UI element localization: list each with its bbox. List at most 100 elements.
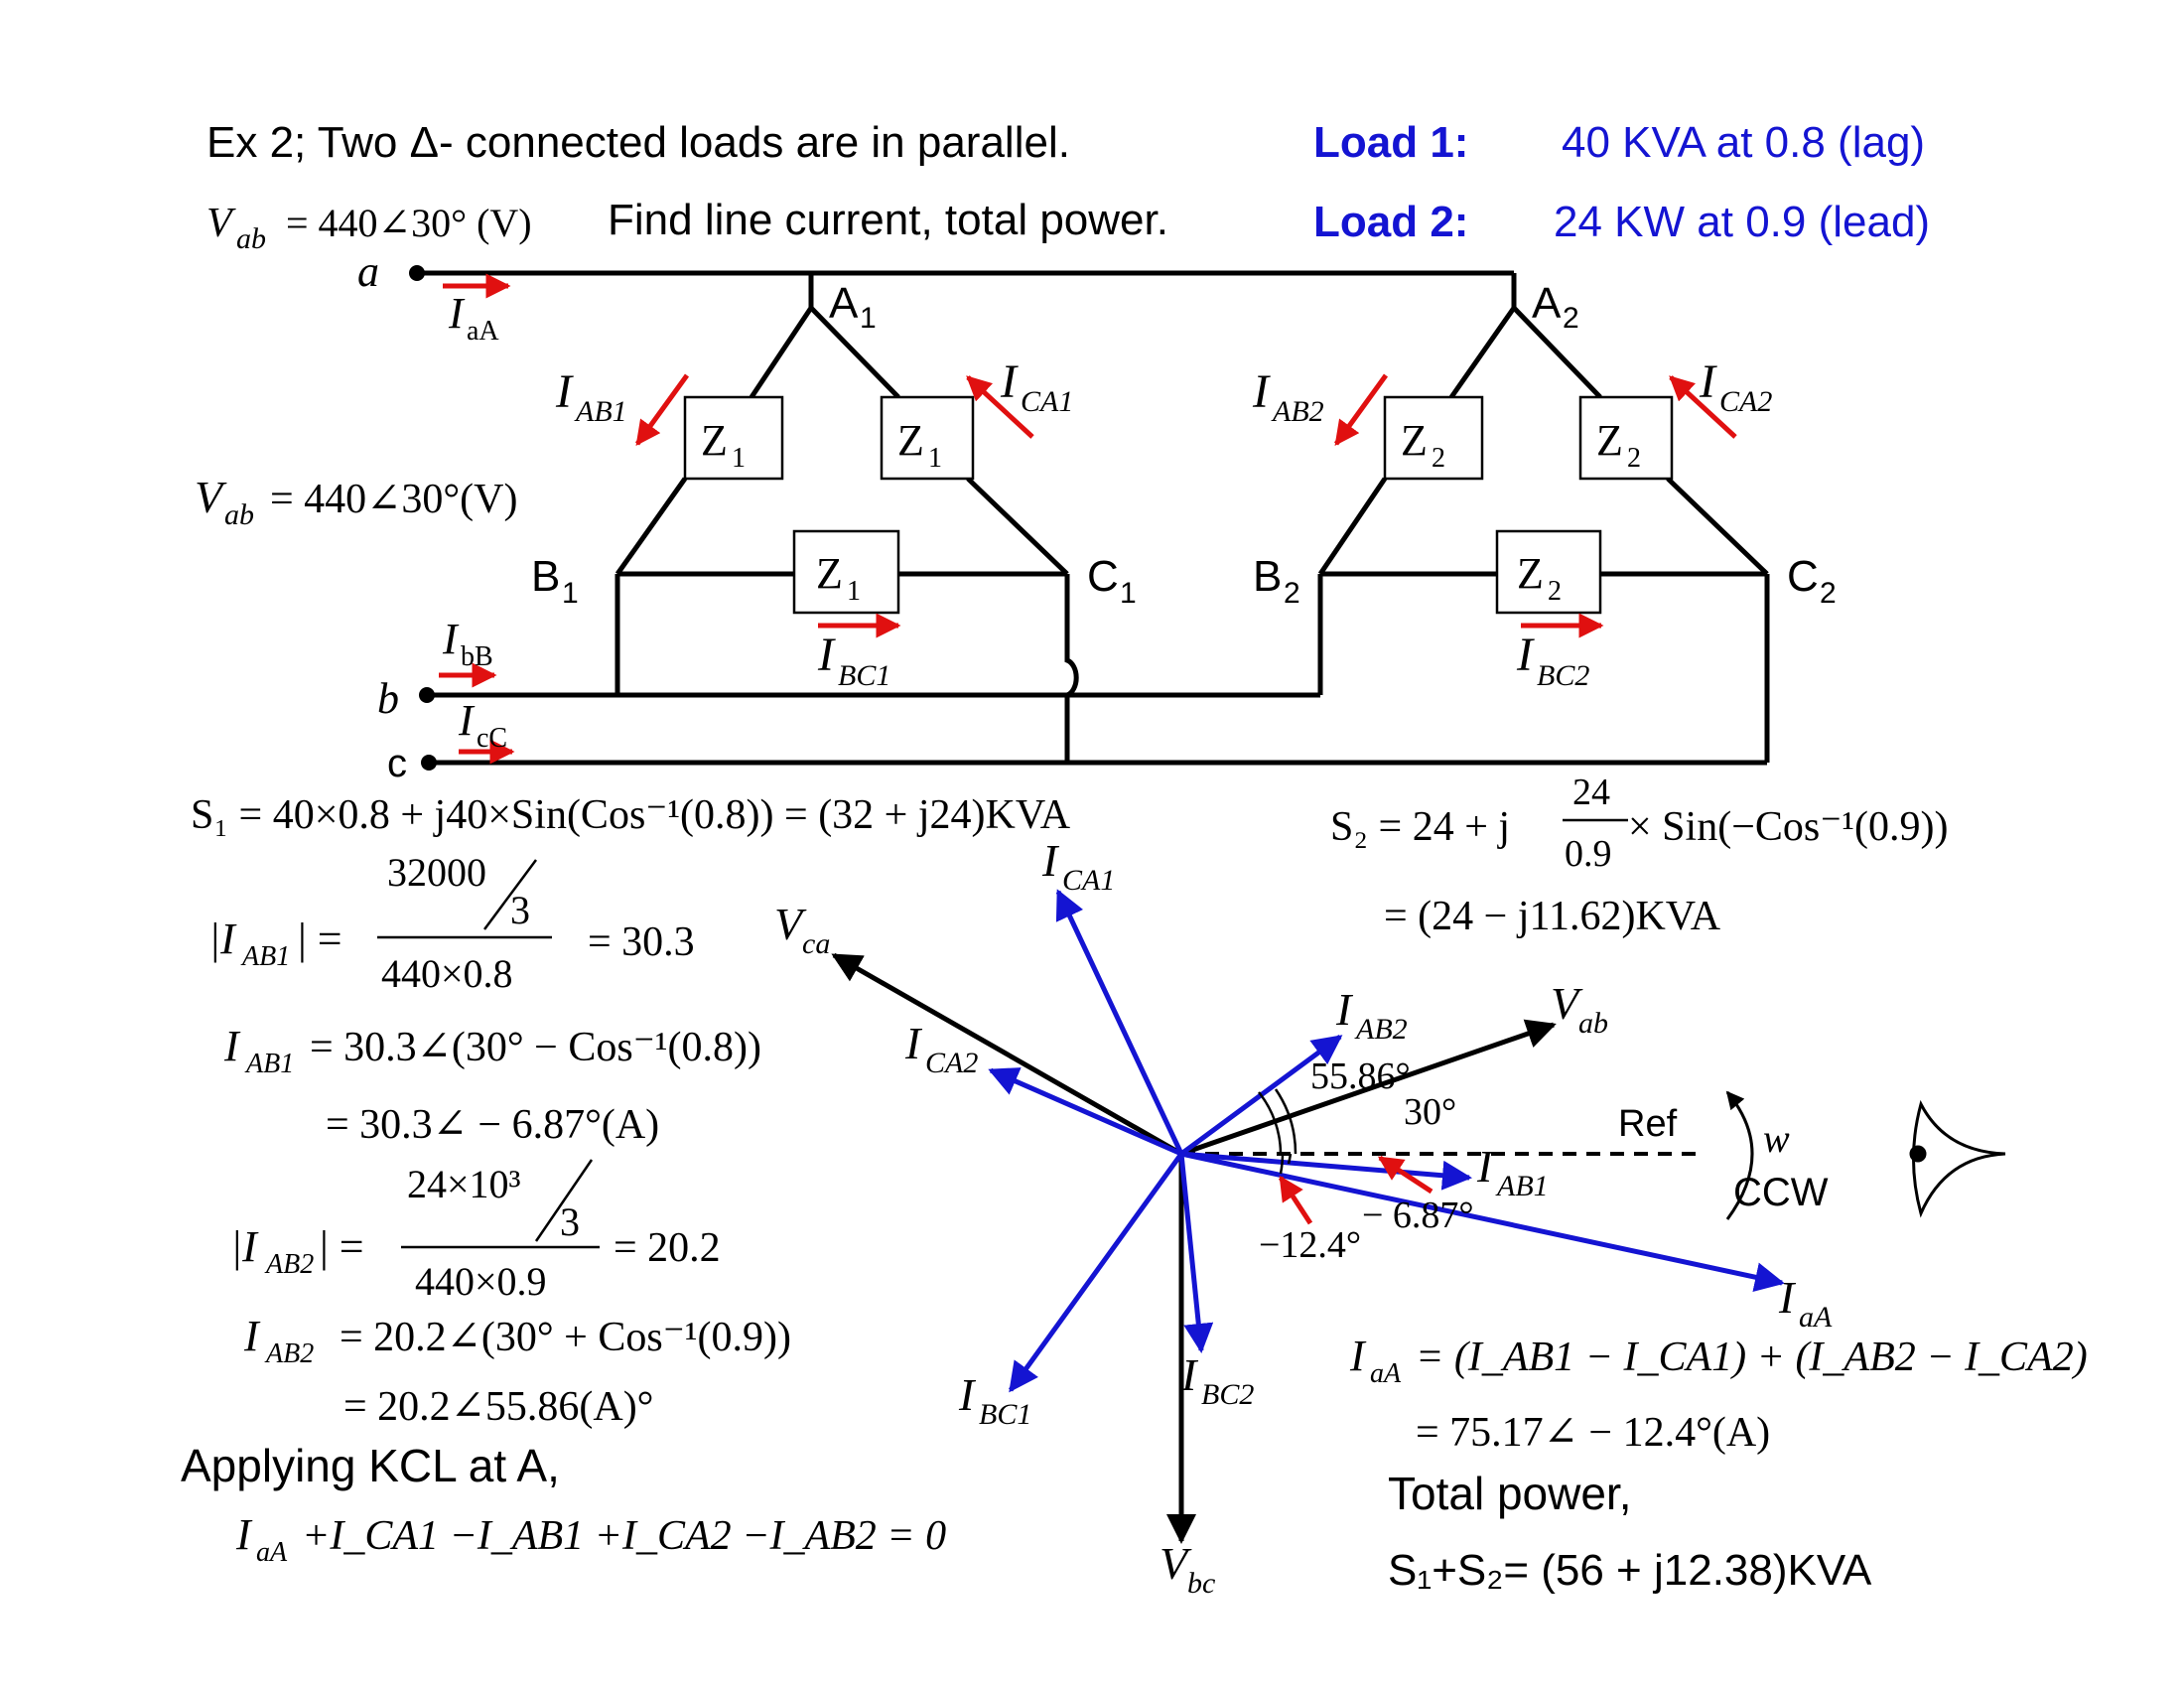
node-A2: A <box>1532 279 1562 328</box>
label-phasor-iab2-sub: AB2 <box>1354 1013 1408 1046</box>
label-phasor-ibc1-sub: BC1 <box>979 1398 1031 1431</box>
vab-annotation-left: V ab = 440∠30°(V) <box>195 472 517 531</box>
terminal-a-dot <box>409 265 425 281</box>
load2-value: 24 KW at 0.9 (lead) <box>1554 198 1930 246</box>
label-ibB: I <box>442 615 460 663</box>
vab-left-value: = 440∠30°(V) <box>270 477 517 522</box>
iab2-mag-result: = 20.2 <box>614 1225 721 1271</box>
node-B1-sub: 1 <box>562 577 579 610</box>
label-phasor-iaA: I <box>1778 1272 1797 1323</box>
arc-687deg <box>1287 1153 1293 1165</box>
problem-statement: Ex 2; Two Δ- connected loads are in para… <box>206 118 1070 167</box>
load2-label: Load 2: <box>1313 198 1468 246</box>
iab1-mag-open: |I <box>208 914 237 963</box>
label-iaA: I <box>448 289 466 338</box>
iaA-equation: = (I_AB1 − I_CA1) + (I_AB2 − I_CA2) <box>1416 1335 2088 1380</box>
arrow-687deg-pointer <box>1377 1155 1433 1195</box>
load2-branch-ab-bottom <box>1317 477 1388 576</box>
circuit-current-labels: I aA I bB I cC I AB1 I CA1 I BC1 I AB2 I… <box>442 289 1772 754</box>
eye-icon <box>1909 1099 2006 1218</box>
label-phasor-iab2: I <box>1335 984 1354 1035</box>
iab2-phasor: = 20.2∠(30° + Cos⁻¹(0.9)) <box>340 1315 791 1360</box>
label-phasor-ica1: I <box>1041 835 1060 886</box>
label-vab-sub: ab <box>1578 1007 1608 1040</box>
label-phasor-ica2-sub: CA2 <box>925 1047 978 1079</box>
label-ccw: CCW <box>1733 1171 1829 1214</box>
label-phasor-iab1: I <box>1476 1141 1495 1192</box>
header: Ex 2; Two Δ- connected loads are in para… <box>206 118 1930 255</box>
label-icC: I <box>458 696 476 745</box>
iab2-slash <box>534 1159 594 1242</box>
iab2-phasor-symbol: I <box>243 1312 261 1360</box>
label-vab: V <box>1551 978 1583 1029</box>
iab2-numerator: 24×10³ <box>407 1162 521 1206</box>
z1-ab-sub: 1 <box>732 443 746 474</box>
label-vca: V <box>774 899 807 949</box>
label-iab1-sub: AB1 <box>574 395 627 428</box>
node-C2: C <box>1787 552 1819 601</box>
load1-branch-ca-bottom <box>966 477 1069 576</box>
phasor-ica1 <box>1055 889 1184 1156</box>
iab1-phasor: = 30.3∠(30° − Cos⁻¹(0.8)) <box>310 1025 761 1070</box>
phasor-vab <box>1180 1019 1557 1157</box>
s2-frac-numerator: 24 <box>1572 772 1610 813</box>
c1-to-line-c-hop <box>1064 574 1079 763</box>
load2-branch-ca-bottom <box>1666 477 1769 576</box>
label-ibB-sub: bB <box>461 641 493 672</box>
arc-55deg-inner <box>1258 1091 1283 1155</box>
label-angle-30: 30° <box>1404 1091 1456 1133</box>
s2-equation-start: S₂ = 24 + j <box>1330 804 1510 850</box>
label-ica2: I <box>1699 355 1717 408</box>
iab2-mag-open: |I <box>230 1222 259 1271</box>
label-phasor-ibc2: I <box>1180 1349 1199 1400</box>
label-phasor-ibc1: I <box>958 1369 977 1420</box>
s2-result: = (24 − j11.62)KVA <box>1384 894 1721 939</box>
iaA-result: = 75.17∠ − 12.4°(A) <box>1416 1410 1770 1456</box>
label-phasor-iaA-sub: aA <box>1799 1301 1833 1334</box>
z2-ab-label: Z <box>1401 416 1428 465</box>
load1-label: Load 1: <box>1313 118 1468 167</box>
iab1-phasor-sub: AB1 <box>244 1049 294 1079</box>
iab2-phasor-result: = 20.2∠55.86(A)° <box>343 1384 653 1430</box>
given-vab-value: = 440∠30° (V) <box>286 201 532 245</box>
label-phasor-ica2: I <box>904 1018 923 1068</box>
load1-branch-ca-top <box>809 306 900 399</box>
iab2-phasor-sub: AB2 <box>264 1338 314 1369</box>
arrow-iab2 <box>1333 373 1389 447</box>
label-ibc2-sub: BC2 <box>1537 659 1589 692</box>
load1-branch-ab-bottom <box>614 477 688 576</box>
iab1-denominator: 440×0.8 <box>381 951 513 996</box>
label-ica2-sub: CA2 <box>1719 385 1772 418</box>
arc-30deg <box>1274 1088 1297 1155</box>
vab-left-symbol: V <box>195 472 227 522</box>
node-C2-sub: 2 <box>1820 577 1837 610</box>
label-ibc1-sub: BC1 <box>838 659 890 692</box>
z1-ca-label: Z <box>897 416 924 465</box>
z1-ca-box <box>880 395 975 481</box>
iab2-num-divisor: 3 <box>560 1199 580 1244</box>
arrow-iab1 <box>634 373 690 447</box>
load2-branch-ca-top <box>1512 306 1602 399</box>
label-icC-sub: cC <box>477 723 507 754</box>
node-c-label: c <box>387 742 407 785</box>
s1-equation: S₁ = 40×0.8 + j40×Sin(Cos⁻¹(0.8)) = (32 … <box>191 792 1071 838</box>
label-iaA-sub: aA <box>467 316 499 347</box>
iab1-phasor-result: = 30.3∠ − 6.87°(A) <box>326 1102 659 1148</box>
terminal-b-dot <box>419 687 435 703</box>
z2-ab-sub: 2 <box>1432 443 1445 474</box>
label-angle-687: − 6.87° <box>1362 1195 1474 1236</box>
z1-bc-sub: 1 <box>847 576 861 607</box>
iaA-eq-sub: aA <box>1370 1358 1402 1389</box>
phasor-ibc1 <box>1008 1152 1184 1393</box>
arc-124deg <box>1279 1151 1285 1175</box>
node-C1-sub: 1 <box>1120 577 1137 610</box>
label-iab2: I <box>1252 365 1271 418</box>
label-vbc: V <box>1160 1538 1192 1589</box>
node-A1-sub: 1 <box>860 302 877 335</box>
label-ibc2: I <box>1516 629 1535 681</box>
z2-bc-box <box>1495 529 1602 615</box>
label-ica1-sub: CA1 <box>1021 385 1073 418</box>
impedance-boxes <box>683 395 1674 615</box>
kcl-iaA-sub: aA <box>256 1537 288 1568</box>
vab-left-sub: ab <box>224 498 254 531</box>
